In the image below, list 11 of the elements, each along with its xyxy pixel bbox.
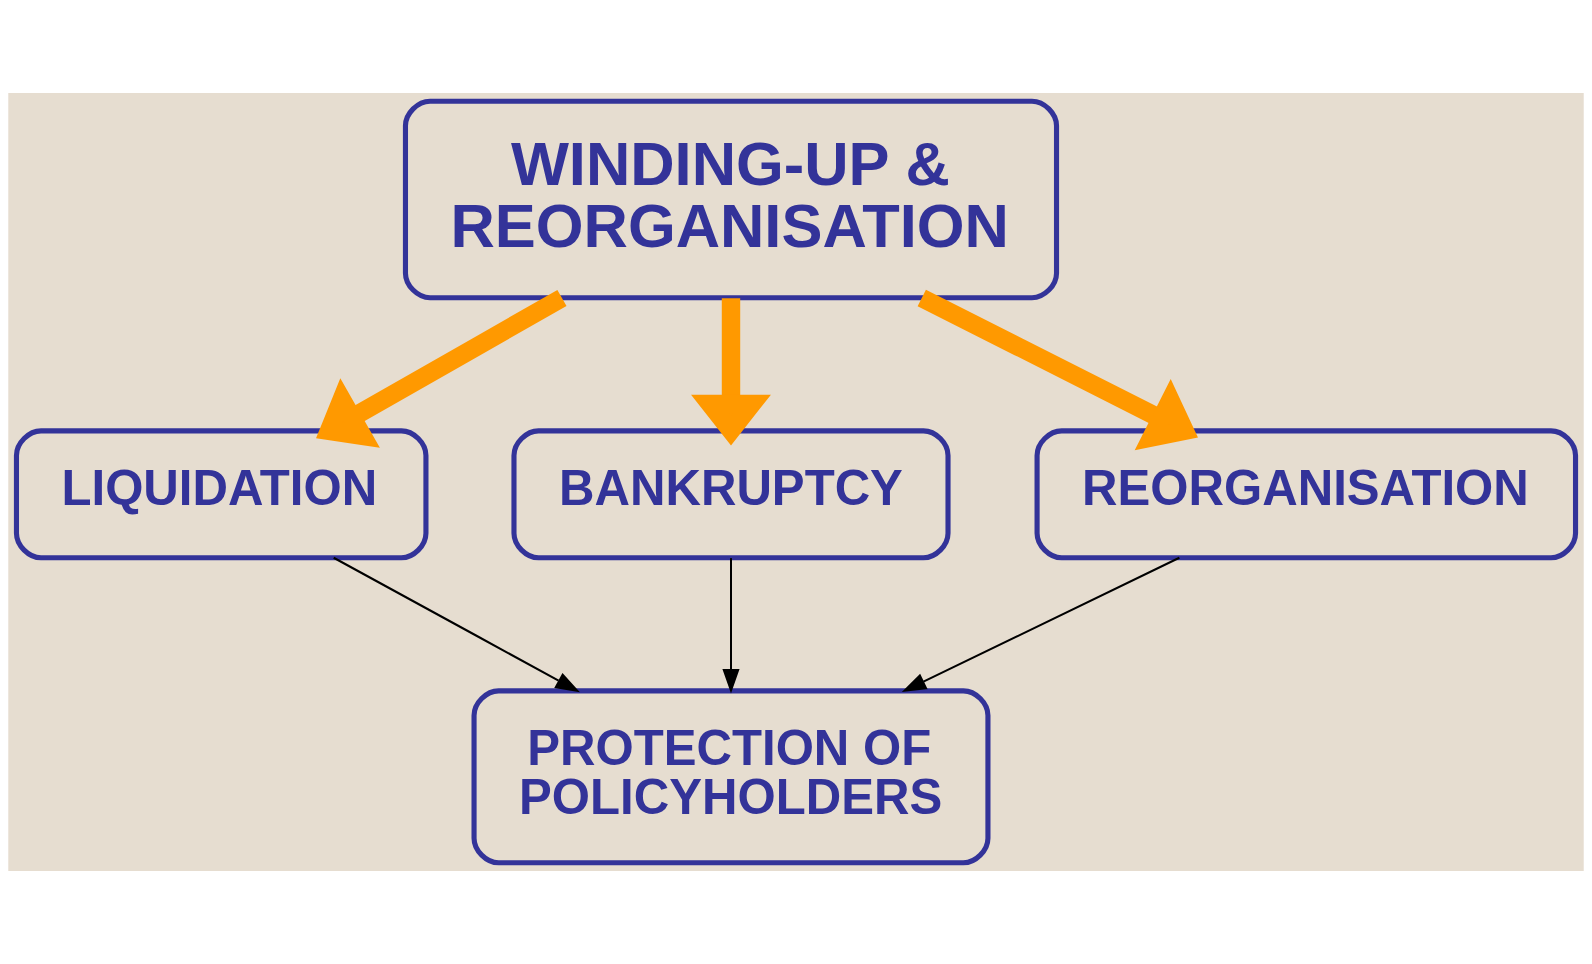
node-box: BANKRUPTCY [511,428,951,561]
arrow [901,556,1180,693]
arrow [316,289,567,448]
node-box: LIQUIDATION [13,428,429,561]
node-box: REORGANISATION [1034,428,1579,561]
arrow [691,298,771,446]
arrow [722,558,740,694]
arrow [333,556,580,693]
arrow [917,289,1198,451]
node-box: PROTECTION OF POLICYHOLDERS [471,688,991,866]
node-box: WINDING-UP & REORGANISATION [402,98,1060,301]
